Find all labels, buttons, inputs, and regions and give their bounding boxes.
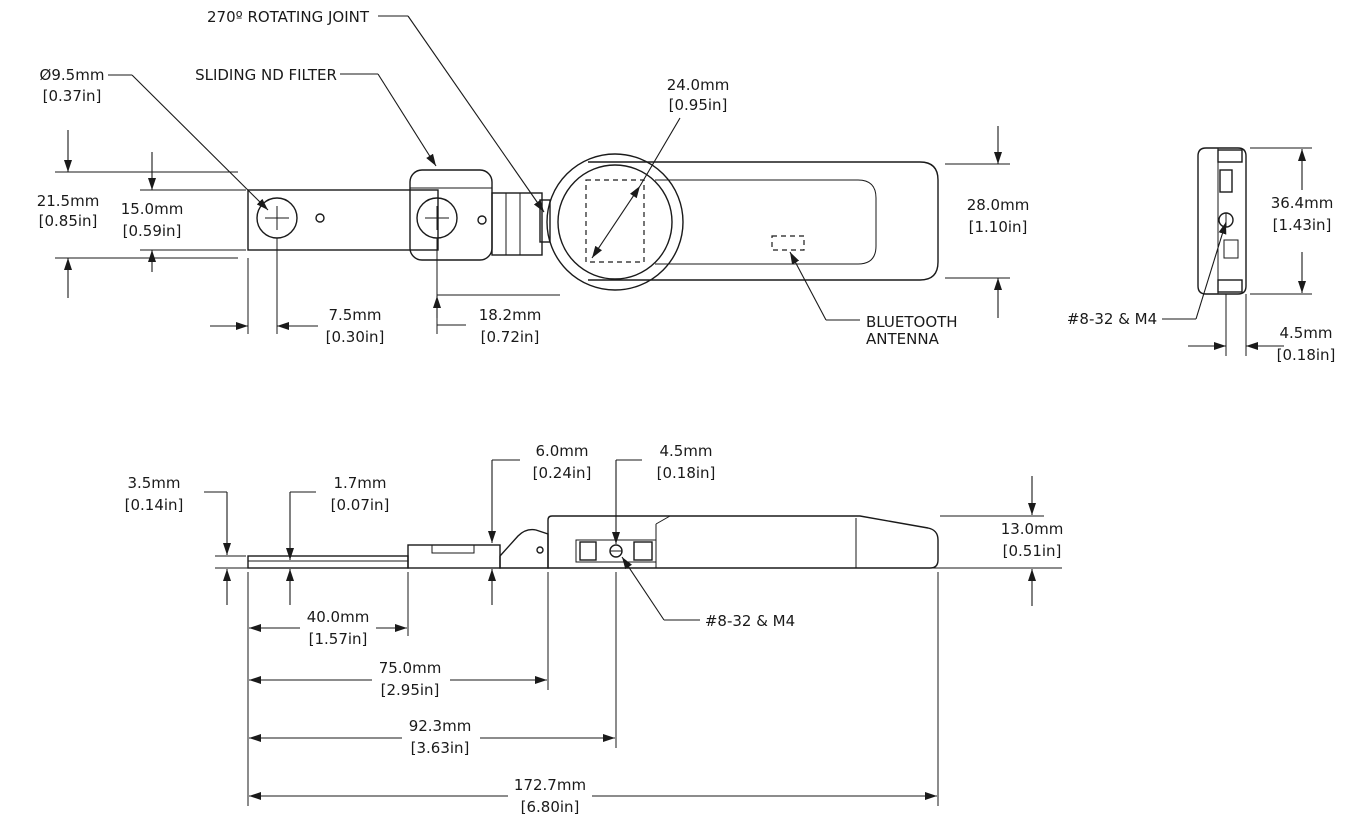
body-height-in: [1.10in] <box>969 218 1028 236</box>
end-view-port <box>1219 169 1233 193</box>
end-view: 36.4mm [1.43in] #8-32 & M4 4.5mm [0.18in… <box>1067 147 1336 364</box>
length-4-in: [6.80in] <box>521 798 580 816</box>
side-body <box>547 515 939 569</box>
offset-dim-mm: 7.5mm <box>328 306 381 324</box>
length-3-in: [3.63in] <box>411 739 470 757</box>
side-view: 3.5mm [0.14in] 1.7mm [0.07in] 6.0mm [0.2… <box>125 442 1064 816</box>
mount-dim-in: [0.18in] <box>657 464 716 482</box>
length-3-mm: 92.3mm <box>409 717 472 735</box>
inner-height-in: [0.59in] <box>123 222 182 240</box>
top-view: 24.0mm [0.95in] 21.5mm [0.85in] 15.0mm [… <box>37 8 1030 348</box>
thread-callout-side: #8-32 & M4 <box>705 612 795 630</box>
length-2-mm: 75.0mm <box>379 659 442 677</box>
bluetooth-callout-line2: ANTENNA <box>866 330 940 348</box>
aperture-dim-in: [0.95in] <box>669 96 728 114</box>
nd-filter-slider <box>409 169 493 261</box>
inner-height-mm: 15.0mm <box>121 200 184 218</box>
rotating-joint-callout: 270º ROTATING JOINT <box>207 8 370 26</box>
mount-dim-mm: 4.5mm <box>659 442 712 460</box>
end-depth-in: [0.18in] <box>1277 346 1336 364</box>
length-2-in: [2.95in] <box>381 681 440 699</box>
thread-callout-front: #8-32 & M4 <box>1067 310 1157 328</box>
body-thickness-mm: 13.0mm <box>1001 520 1064 538</box>
offset-dim-in: [0.30in] <box>326 328 385 346</box>
joint-width-mm: 6.0mm <box>535 442 588 460</box>
arm-thickness-mm: 3.5mm <box>127 474 180 492</box>
diameter-dim-in: [0.37in] <box>43 87 102 105</box>
length-1-mm: 40.0mm <box>307 608 370 626</box>
bluetooth-antenna-outline <box>771 235 805 251</box>
end-height-in: [1.43in] <box>1273 216 1332 234</box>
nd-filter-callout: SLIDING ND FILTER <box>195 66 337 84</box>
side-slider <box>407 544 501 569</box>
sensor-housing-ring <box>546 153 684 291</box>
aperture-dim-mm: 24.0mm <box>667 76 730 94</box>
side-arm <box>247 555 409 569</box>
diameter-dim-mm: Ø9.5mm <box>40 66 105 84</box>
bluetooth-callout-line1: BLUETOOTH <box>866 313 958 331</box>
side-joint <box>499 528 549 569</box>
arm-thickness-in: [0.14in] <box>125 496 184 514</box>
main-body-outline <box>588 161 939 281</box>
body-thickness-in: [0.51in] <box>1003 542 1062 560</box>
outer-height-in: [0.85in] <box>39 212 98 230</box>
length-4-mm: 172.7mm <box>514 776 586 794</box>
sliding-arm-outline <box>247 189 439 251</box>
joint-dim-in: [0.72in] <box>481 328 540 346</box>
end-view-outline <box>1197 147 1247 295</box>
body-height-mm: 28.0mm <box>967 196 1030 214</box>
sensor-window <box>585 179 645 263</box>
arm-small-hole <box>315 213 325 223</box>
end-height-mm: 36.4mm <box>1271 194 1334 212</box>
joint-width-in: [0.24in] <box>533 464 592 482</box>
step-dim-in: [0.07in] <box>331 496 390 514</box>
step-dim-mm: 1.7mm <box>333 474 386 492</box>
joint-dim-mm: 18.2mm <box>479 306 542 324</box>
length-1-in: [1.57in] <box>309 630 368 648</box>
outer-height-mm: 21.5mm <box>37 192 100 210</box>
rotating-joint-block <box>491 192 543 256</box>
end-depth-mm: 4.5mm <box>1279 324 1332 342</box>
